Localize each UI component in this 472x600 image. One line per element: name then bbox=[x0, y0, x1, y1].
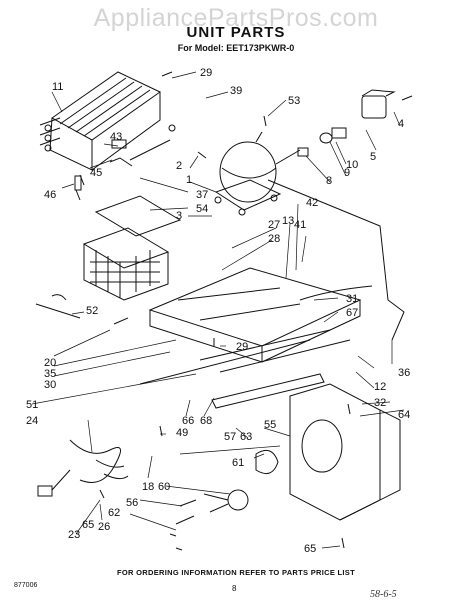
callout-18: 18 bbox=[142, 481, 154, 493]
callout-61: 61 bbox=[232, 457, 244, 469]
callout-10: 10 bbox=[346, 159, 358, 171]
callout-32: 32 bbox=[374, 397, 386, 409]
callout-13: 13 bbox=[282, 215, 294, 227]
callout-4: 4 bbox=[398, 118, 404, 130]
fan-shroud bbox=[289, 383, 401, 521]
callout-68: 68 bbox=[200, 415, 212, 427]
callout-12: 12 bbox=[374, 381, 386, 393]
callout-65-right: 65 bbox=[304, 543, 316, 555]
callout-23: 23 bbox=[68, 529, 80, 541]
callout-55: 55 bbox=[264, 419, 276, 431]
callout-56: 56 bbox=[126, 497, 138, 509]
callout-66: 66 bbox=[182, 415, 194, 427]
callout-29-top: 29 bbox=[200, 67, 212, 79]
callout-28: 28 bbox=[268, 233, 280, 245]
callout-65-left: 65 bbox=[82, 519, 94, 531]
callout-67: 67 bbox=[346, 307, 358, 319]
callout-1: 1 bbox=[186, 174, 192, 186]
callout-53: 53 bbox=[288, 95, 300, 107]
compressor bbox=[214, 131, 301, 216]
callout-49: 49 bbox=[176, 427, 188, 439]
wiring-harness bbox=[37, 439, 129, 497]
condenser-fan-motor bbox=[175, 449, 279, 525]
callout-42: 42 bbox=[306, 197, 318, 209]
ordering-note: FOR ORDERING INFORMATION REFER TO PARTS … bbox=[117, 568, 355, 577]
callout-3: 3 bbox=[176, 210, 182, 222]
callout-2: 2 bbox=[176, 160, 182, 172]
callout-52: 52 bbox=[86, 305, 98, 317]
callout-62: 62 bbox=[108, 507, 120, 519]
callout-60: 60 bbox=[158, 481, 170, 493]
callout-numbers: 1 2 3 4 5 8 9 10 11 12 13 18 20 23 24 26… bbox=[26, 67, 410, 555]
watermark: AppliancePartsPros.com bbox=[93, 4, 379, 32]
leader-lines bbox=[31, 71, 405, 549]
callout-29-mid: 29 bbox=[236, 341, 248, 353]
callout-57: 57 bbox=[224, 431, 236, 443]
screws bbox=[99, 71, 351, 551]
diagram-title: UNIT PARTS bbox=[186, 24, 286, 41]
callout-63: 63 bbox=[240, 431, 252, 443]
callout-5: 5 bbox=[370, 151, 376, 163]
evaporator-coil bbox=[82, 195, 182, 301]
callout-51: 51 bbox=[26, 399, 38, 411]
callout-24: 24 bbox=[26, 415, 38, 427]
callout-45: 45 bbox=[90, 167, 102, 179]
condenser bbox=[39, 71, 161, 171]
drier-and-clips bbox=[74, 124, 176, 201]
callout-30: 30 bbox=[44, 379, 56, 391]
callout-35: 35 bbox=[44, 368, 56, 380]
callout-41: 41 bbox=[294, 219, 306, 231]
callout-46: 46 bbox=[44, 189, 56, 201]
refrigerant-tubing bbox=[139, 179, 405, 385]
callout-39: 39 bbox=[230, 85, 242, 97]
callout-8: 8 bbox=[326, 175, 332, 187]
page-number: 8 bbox=[232, 584, 237, 593]
relay-and-overload bbox=[297, 89, 413, 157]
callout-43: 43 bbox=[110, 131, 122, 143]
callout-37: 37 bbox=[196, 189, 208, 201]
callout-11: 11 bbox=[52, 81, 63, 93]
model-number: For Model: EET173PKWR-0 bbox=[177, 43, 295, 53]
callout-36: 36 bbox=[398, 367, 410, 379]
document-number: 877006 bbox=[14, 582, 38, 589]
callout-64: 64 bbox=[398, 409, 410, 421]
unit-base-frame bbox=[148, 267, 362, 409]
callout-20: 20 bbox=[44, 357, 56, 369]
callout-31: 31 bbox=[346, 293, 358, 305]
callout-27: 27 bbox=[268, 219, 280, 231]
handwritten-note: 58-6-5 bbox=[370, 589, 397, 600]
callout-9: 9 bbox=[344, 167, 350, 179]
sensor-probe bbox=[35, 294, 129, 325]
callout-54: 54 bbox=[196, 203, 208, 215]
callout-26: 26 bbox=[98, 521, 110, 533]
